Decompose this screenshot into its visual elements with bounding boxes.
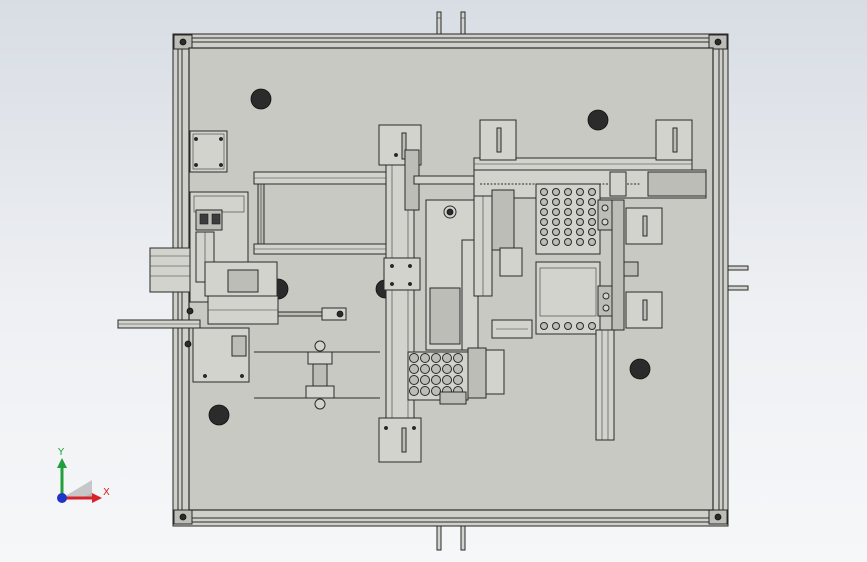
slot-circle: [409, 353, 419, 363]
slot-circle: [540, 218, 548, 226]
slot-circle: [540, 198, 548, 206]
slot-circle: [588, 188, 596, 196]
slot-circle: [588, 322, 596, 330]
slot-circle: [540, 188, 548, 196]
slot-circle: [564, 188, 572, 196]
belt-pulley-assembly: [254, 340, 380, 410]
slot-circle: [576, 322, 584, 330]
slot-circle: [540, 208, 548, 216]
slot-circle: [588, 238, 596, 246]
slot-circle: [588, 228, 596, 236]
top-threaded-rods: [436, 11, 466, 37]
slot-circle: [431, 364, 441, 374]
slot-circle: [552, 228, 560, 236]
slot-circle: [576, 188, 584, 196]
slot-circle: [420, 375, 430, 385]
slot-circle: [453, 353, 463, 363]
tube-holder-block: [407, 347, 505, 405]
slot-circle: [409, 364, 419, 374]
slot-circle: [420, 353, 430, 363]
coordinate-triad: Y X: [57, 447, 110, 503]
slot-circle: [442, 353, 452, 363]
slot-circle: [420, 386, 430, 396]
slot-circle: [576, 198, 584, 206]
lower-tray: [535, 261, 615, 335]
slot-circle: [564, 228, 572, 236]
slot-circle: [442, 375, 452, 385]
slot-circle: [588, 218, 596, 226]
slot-circle: [540, 238, 548, 246]
top-left-bracket: [189, 130, 228, 173]
slot-circle: [564, 198, 572, 206]
slot-circle: [588, 198, 596, 206]
slot-circle: [420, 364, 430, 374]
slot-circle: [431, 353, 441, 363]
slot-circle: [453, 375, 463, 385]
slot-circle: [431, 386, 441, 396]
slot-circle: [576, 228, 584, 236]
right-vertical-rail: [595, 199, 625, 441]
right-brackets: [613, 207, 663, 329]
y-axis-label: Y: [57, 447, 65, 458]
right-side-rods: [725, 265, 749, 291]
slot-circle: [564, 322, 572, 330]
left-gripper-assembly: [117, 191, 347, 383]
slot-circle: [552, 322, 560, 330]
slot-circle: [442, 364, 452, 374]
slot-circle: [576, 208, 584, 216]
middle-carriage: [425, 189, 533, 351]
slot-circle: [576, 218, 584, 226]
slot-circle: [588, 208, 596, 216]
slot-circle: [564, 238, 572, 246]
slot-circle: [552, 238, 560, 246]
x-axis-label: X: [103, 487, 110, 498]
slot-circle: [431, 375, 441, 385]
mounting-holes: [208, 88, 651, 426]
bottom-threaded-rods: [436, 525, 466, 551]
upper-tray-grid: [535, 183, 613, 255]
central-gantry-column: [378, 124, 422, 463]
slot-circle: [552, 208, 560, 216]
slot-circle: [540, 322, 548, 330]
z-axis-indicator: [57, 493, 67, 503]
slot-circle: [409, 375, 419, 385]
left-linear-rail: [253, 171, 387, 255]
slot-circle: [576, 238, 584, 246]
slot-circle: [564, 218, 572, 226]
slot-circle: [409, 386, 419, 396]
slot-circle: [564, 208, 572, 216]
slot-circle: [453, 364, 463, 374]
slot-circle: [540, 228, 548, 236]
slot-circle: [552, 188, 560, 196]
slot-circle: [552, 218, 560, 226]
slot-circle: [552, 198, 560, 206]
